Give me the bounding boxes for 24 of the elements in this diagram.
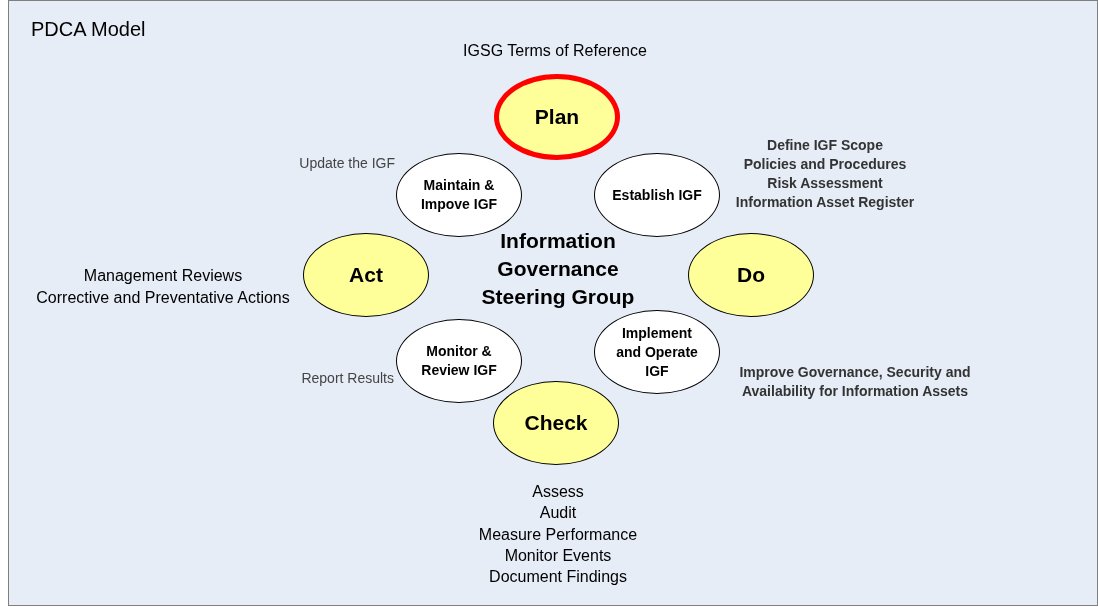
annotation-text: Define IGF Scope (767, 137, 883, 153)
annotation-text: Document Findings (489, 568, 627, 586)
annotation-text: Audit (539, 504, 577, 522)
annotation-text: Improve Governance, Security and Availability for Information Assets (739, 364, 971, 399)
annotation-text: Corrective and Preventative Actions (36, 289, 290, 306)
panel-title: PDCA Model (31, 18, 146, 41)
annotation-text: Report Results (301, 370, 394, 386)
step-ellipse: Establish IGF (594, 153, 720, 237)
annotation-text: Measure Performance (478, 525, 638, 543)
annotation-text: Information Asset Register (735, 194, 915, 210)
step-ellipse: Monitor & Review IGF (396, 319, 522, 403)
annotation-text: Assess (532, 483, 584, 500)
diagram-panel (8, 0, 1098, 606)
step-ellipse: Implement and Operate IGF (594, 310, 720, 394)
annotation-text: Policies and Procedures (743, 156, 907, 172)
phase-ellipse: Plan (494, 74, 620, 160)
phase-ellipse: Do (688, 233, 814, 317)
annotation-text: Management Reviews (83, 267, 243, 284)
annotation-text: Risk Assessment (767, 175, 883, 191)
phase-ellipse: Act (303, 233, 429, 317)
annotation-text: Update the IGF (299, 155, 395, 171)
phase-ellipse: Check (493, 381, 619, 465)
annotation-text: Monitor Events (504, 546, 612, 564)
annotation-text: IGSG Terms of Reference (463, 42, 647, 59)
